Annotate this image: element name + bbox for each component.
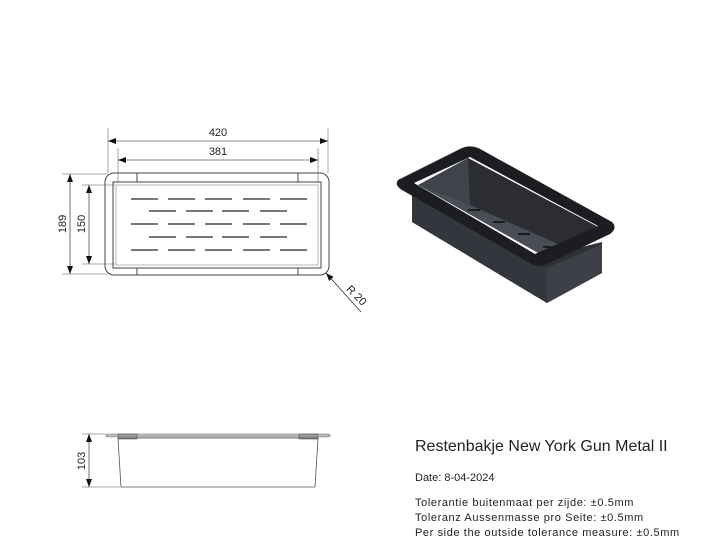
dim-189-label: 189	[57, 215, 69, 233]
side-view	[82, 433, 331, 488]
dim-150-label: 150	[76, 215, 88, 233]
basket-floor-outline	[115, 184, 319, 266]
top-view	[62, 128, 362, 313]
drain-slots	[131, 198, 307, 251]
drawing-title: Restenbakje New York Gun Metal II	[415, 438, 668, 455]
tolerance-de: Toleranz Aussenmasse pro Seite: ±0.5mm	[415, 512, 644, 524]
tolerance-nl: Tolerantie buitenmaat per zijde: ±0.5mm	[415, 497, 634, 509]
radius-label: R 20	[344, 283, 369, 308]
side-body-outline	[117, 437, 319, 488]
dim-103-label: 103	[76, 452, 88, 470]
outer-rim-outline	[104, 172, 330, 276]
radius-leader	[325, 272, 362, 313]
dim-420-label: 420	[209, 127, 227, 139]
side-rim	[105, 433, 331, 438]
drawing-date: Date: 8-04-2024	[415, 472, 495, 484]
isometric-product-image	[396, 146, 615, 303]
tolerance-en: Per side the outside tolerance measure: …	[415, 527, 680, 539]
dim-381-label: 381	[209, 146, 227, 158]
